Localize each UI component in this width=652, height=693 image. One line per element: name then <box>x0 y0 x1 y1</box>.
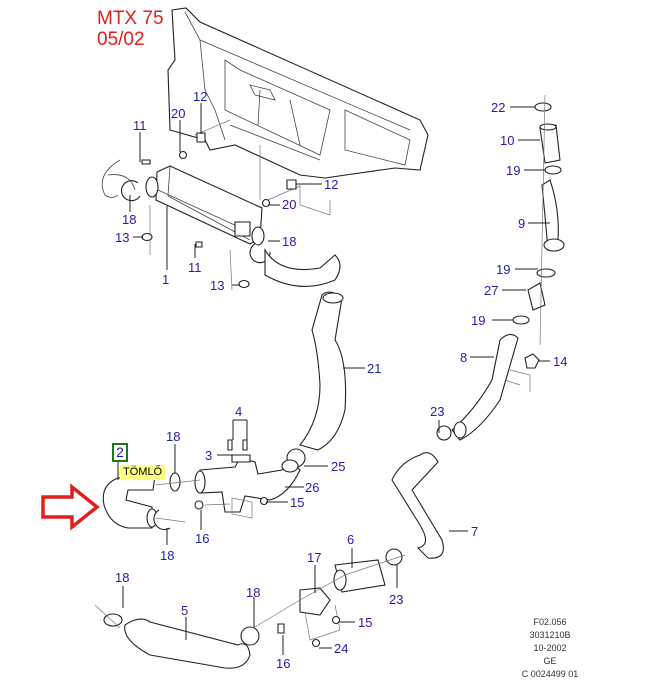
callout-3[interactable]: 3 <box>205 448 212 463</box>
callout-12[interactable]: 12 <box>324 177 338 192</box>
callout-27[interactable]: 27 <box>484 283 498 298</box>
footer-date: 10-2002 <box>533 643 567 653</box>
callout-19[interactable]: 19 <box>506 163 520 178</box>
callout-25[interactable]: 25 <box>331 459 345 474</box>
callout-23[interactable]: 23 <box>389 592 403 607</box>
callout-18[interactable]: 18 <box>122 212 136 227</box>
hose-2-selected <box>102 472 201 531</box>
footer-code: F02.056 <box>533 617 567 627</box>
footer-region: GE <box>543 656 557 666</box>
callout-13[interactable]: 13 <box>115 230 129 245</box>
callout-26[interactable]: 26 <box>305 480 319 495</box>
callout-18[interactable]: 18 <box>160 548 174 563</box>
callout-11[interactable]: 11 <box>133 118 147 133</box>
callout-19[interactable]: 19 <box>496 262 510 277</box>
hose-chain-right <box>451 94 565 441</box>
selected-part-number[interactable]: 2 <box>112 443 128 462</box>
callout-11[interactable]: 11 <box>188 260 202 275</box>
callout-18[interactable]: 18 <box>246 585 260 600</box>
callout-9[interactable]: 9 <box>518 216 525 231</box>
callout-4[interactable]: 4 <box>235 404 242 419</box>
callouts: 11 20 12 12 20 18 18 13 13 11 1 22 10 19… <box>115 89 567 671</box>
callout-23[interactable]: 23 <box>430 404 444 419</box>
callout-8[interactable]: 8 <box>460 350 467 365</box>
radiator-support-frame <box>167 7 429 179</box>
callout-1[interactable]: 1 <box>162 272 169 287</box>
selection-arrow-icon <box>41 483 100 531</box>
selected-part-name: TÖMLŐ <box>120 465 166 480</box>
model-date: 05/02 <box>97 29 145 50</box>
intercooler <box>145 165 265 246</box>
callout-13[interactable]: 13 <box>210 278 224 293</box>
model-title: MTX 75 <box>97 8 164 29</box>
callout-6[interactable]: 6 <box>347 532 354 547</box>
fasteners-top <box>121 132 297 289</box>
callout-15[interactable]: 15 <box>358 615 372 630</box>
hose-5 <box>94 604 285 669</box>
callout-5[interactable]: 5 <box>181 603 188 618</box>
callout-22[interactable]: 22 <box>491 100 505 115</box>
diagram-footer: F02.056 3031210B 10-2002 GE C 0024499 01 <box>500 616 600 681</box>
callout-20[interactable]: 20 <box>282 197 296 212</box>
callout-18[interactable]: 18 <box>115 570 129 585</box>
callout-12[interactable]: 12 <box>193 89 207 104</box>
ghost-hose-left <box>101 159 136 198</box>
callout-19[interactable]: 19 <box>471 313 485 328</box>
callout-20[interactable]: 20 <box>171 106 185 121</box>
callout-10[interactable]: 10 <box>500 133 514 148</box>
callout-24[interactable]: 24 <box>334 641 348 656</box>
callout-16[interactable]: 16 <box>276 656 290 671</box>
pipe-26-assembly <box>194 439 301 519</box>
callout-15[interactable]: 15 <box>290 495 304 510</box>
footer-id: C 0024499 01 <box>521 669 579 679</box>
callout-21[interactable]: 21 <box>367 361 381 376</box>
callout-16[interactable]: 16 <box>195 531 209 546</box>
hose-21-end <box>322 292 344 304</box>
footer-ref: 3031210B <box>529 630 571 640</box>
callout-17[interactable]: 17 <box>307 550 321 565</box>
pipe-6-bracket-17 <box>249 554 406 648</box>
hose-lower-right <box>264 248 341 287</box>
callout-18[interactable]: 18 <box>282 234 296 249</box>
hose-21 <box>299 291 347 451</box>
hose-7 <box>385 421 467 566</box>
callout-7[interactable]: 7 <box>471 524 478 539</box>
callout-14[interactable]: 14 <box>553 354 567 369</box>
callout-18[interactable]: 18 <box>166 429 180 444</box>
